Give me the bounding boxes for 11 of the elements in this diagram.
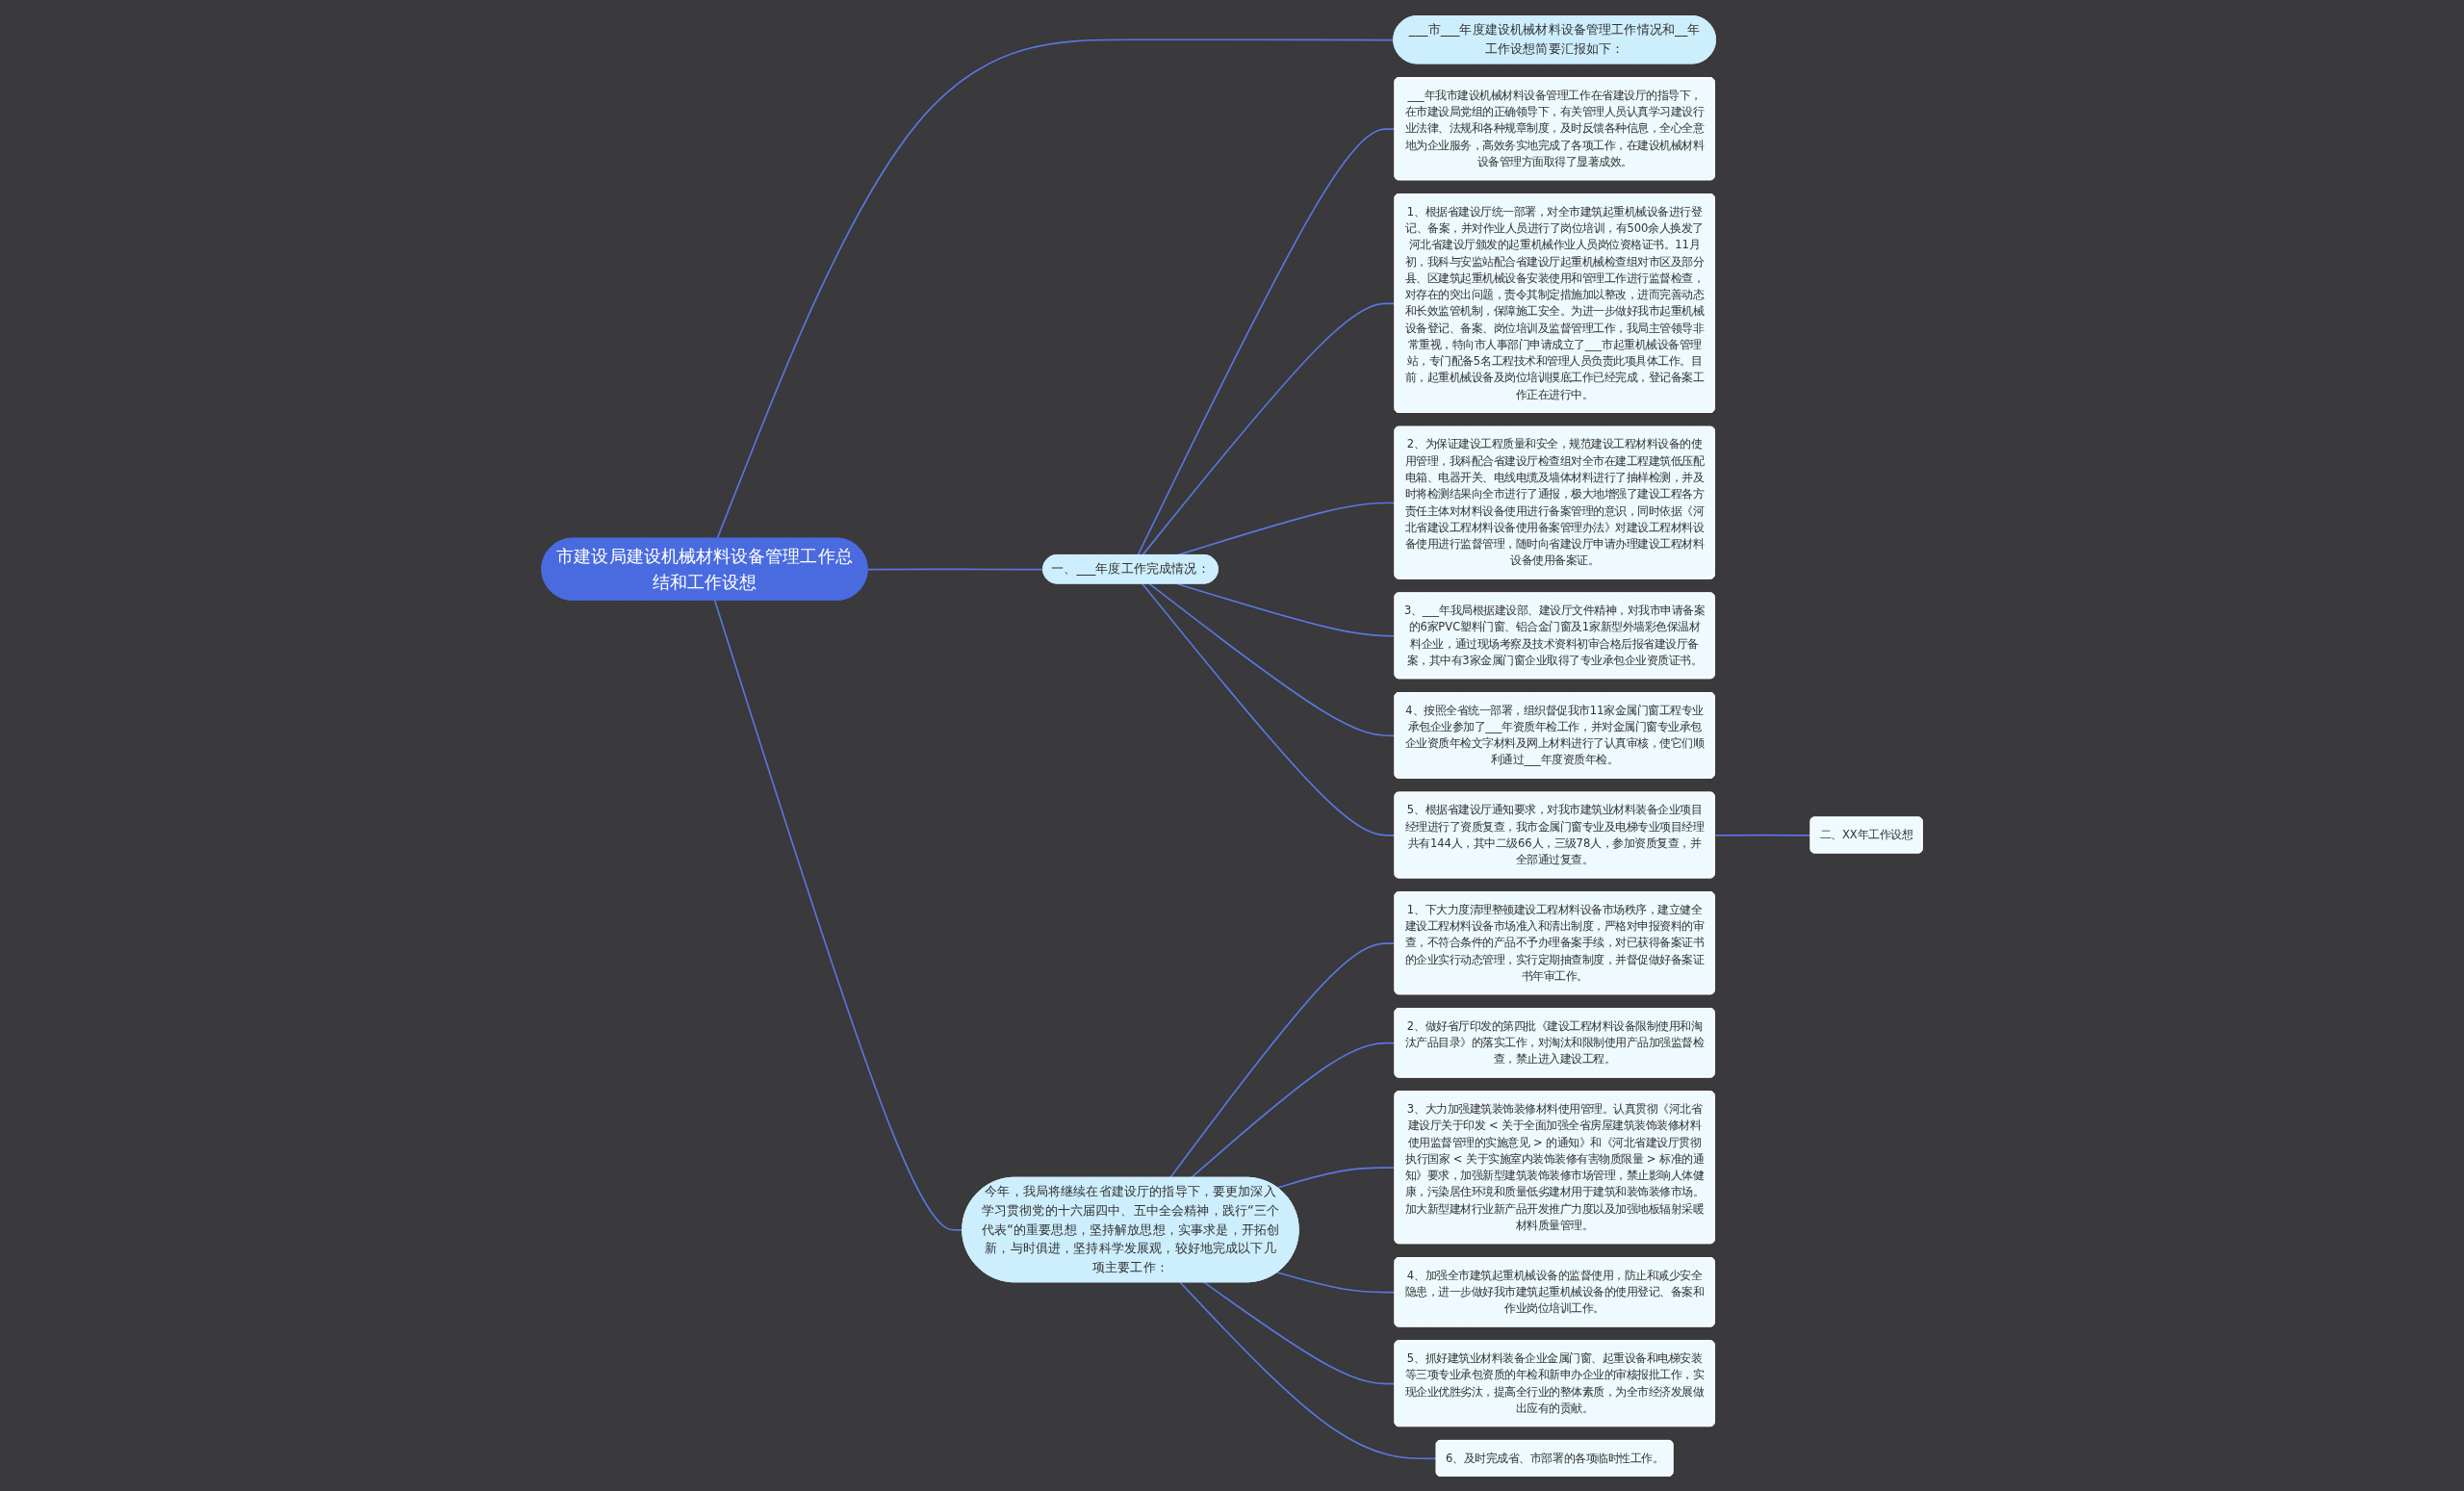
connector [1713, 834, 1812, 836]
connector [1190, 1041, 1397, 1178]
connector [1276, 1166, 1397, 1189]
connector [1142, 582, 1397, 836]
connector [866, 568, 1044, 570]
connector [1276, 1271, 1397, 1293]
connector [1179, 1280, 1438, 1459]
connector [1148, 582, 1397, 736]
connector [1203, 1280, 1397, 1384]
connector [1176, 582, 1397, 637]
connector [1168, 941, 1397, 1178]
